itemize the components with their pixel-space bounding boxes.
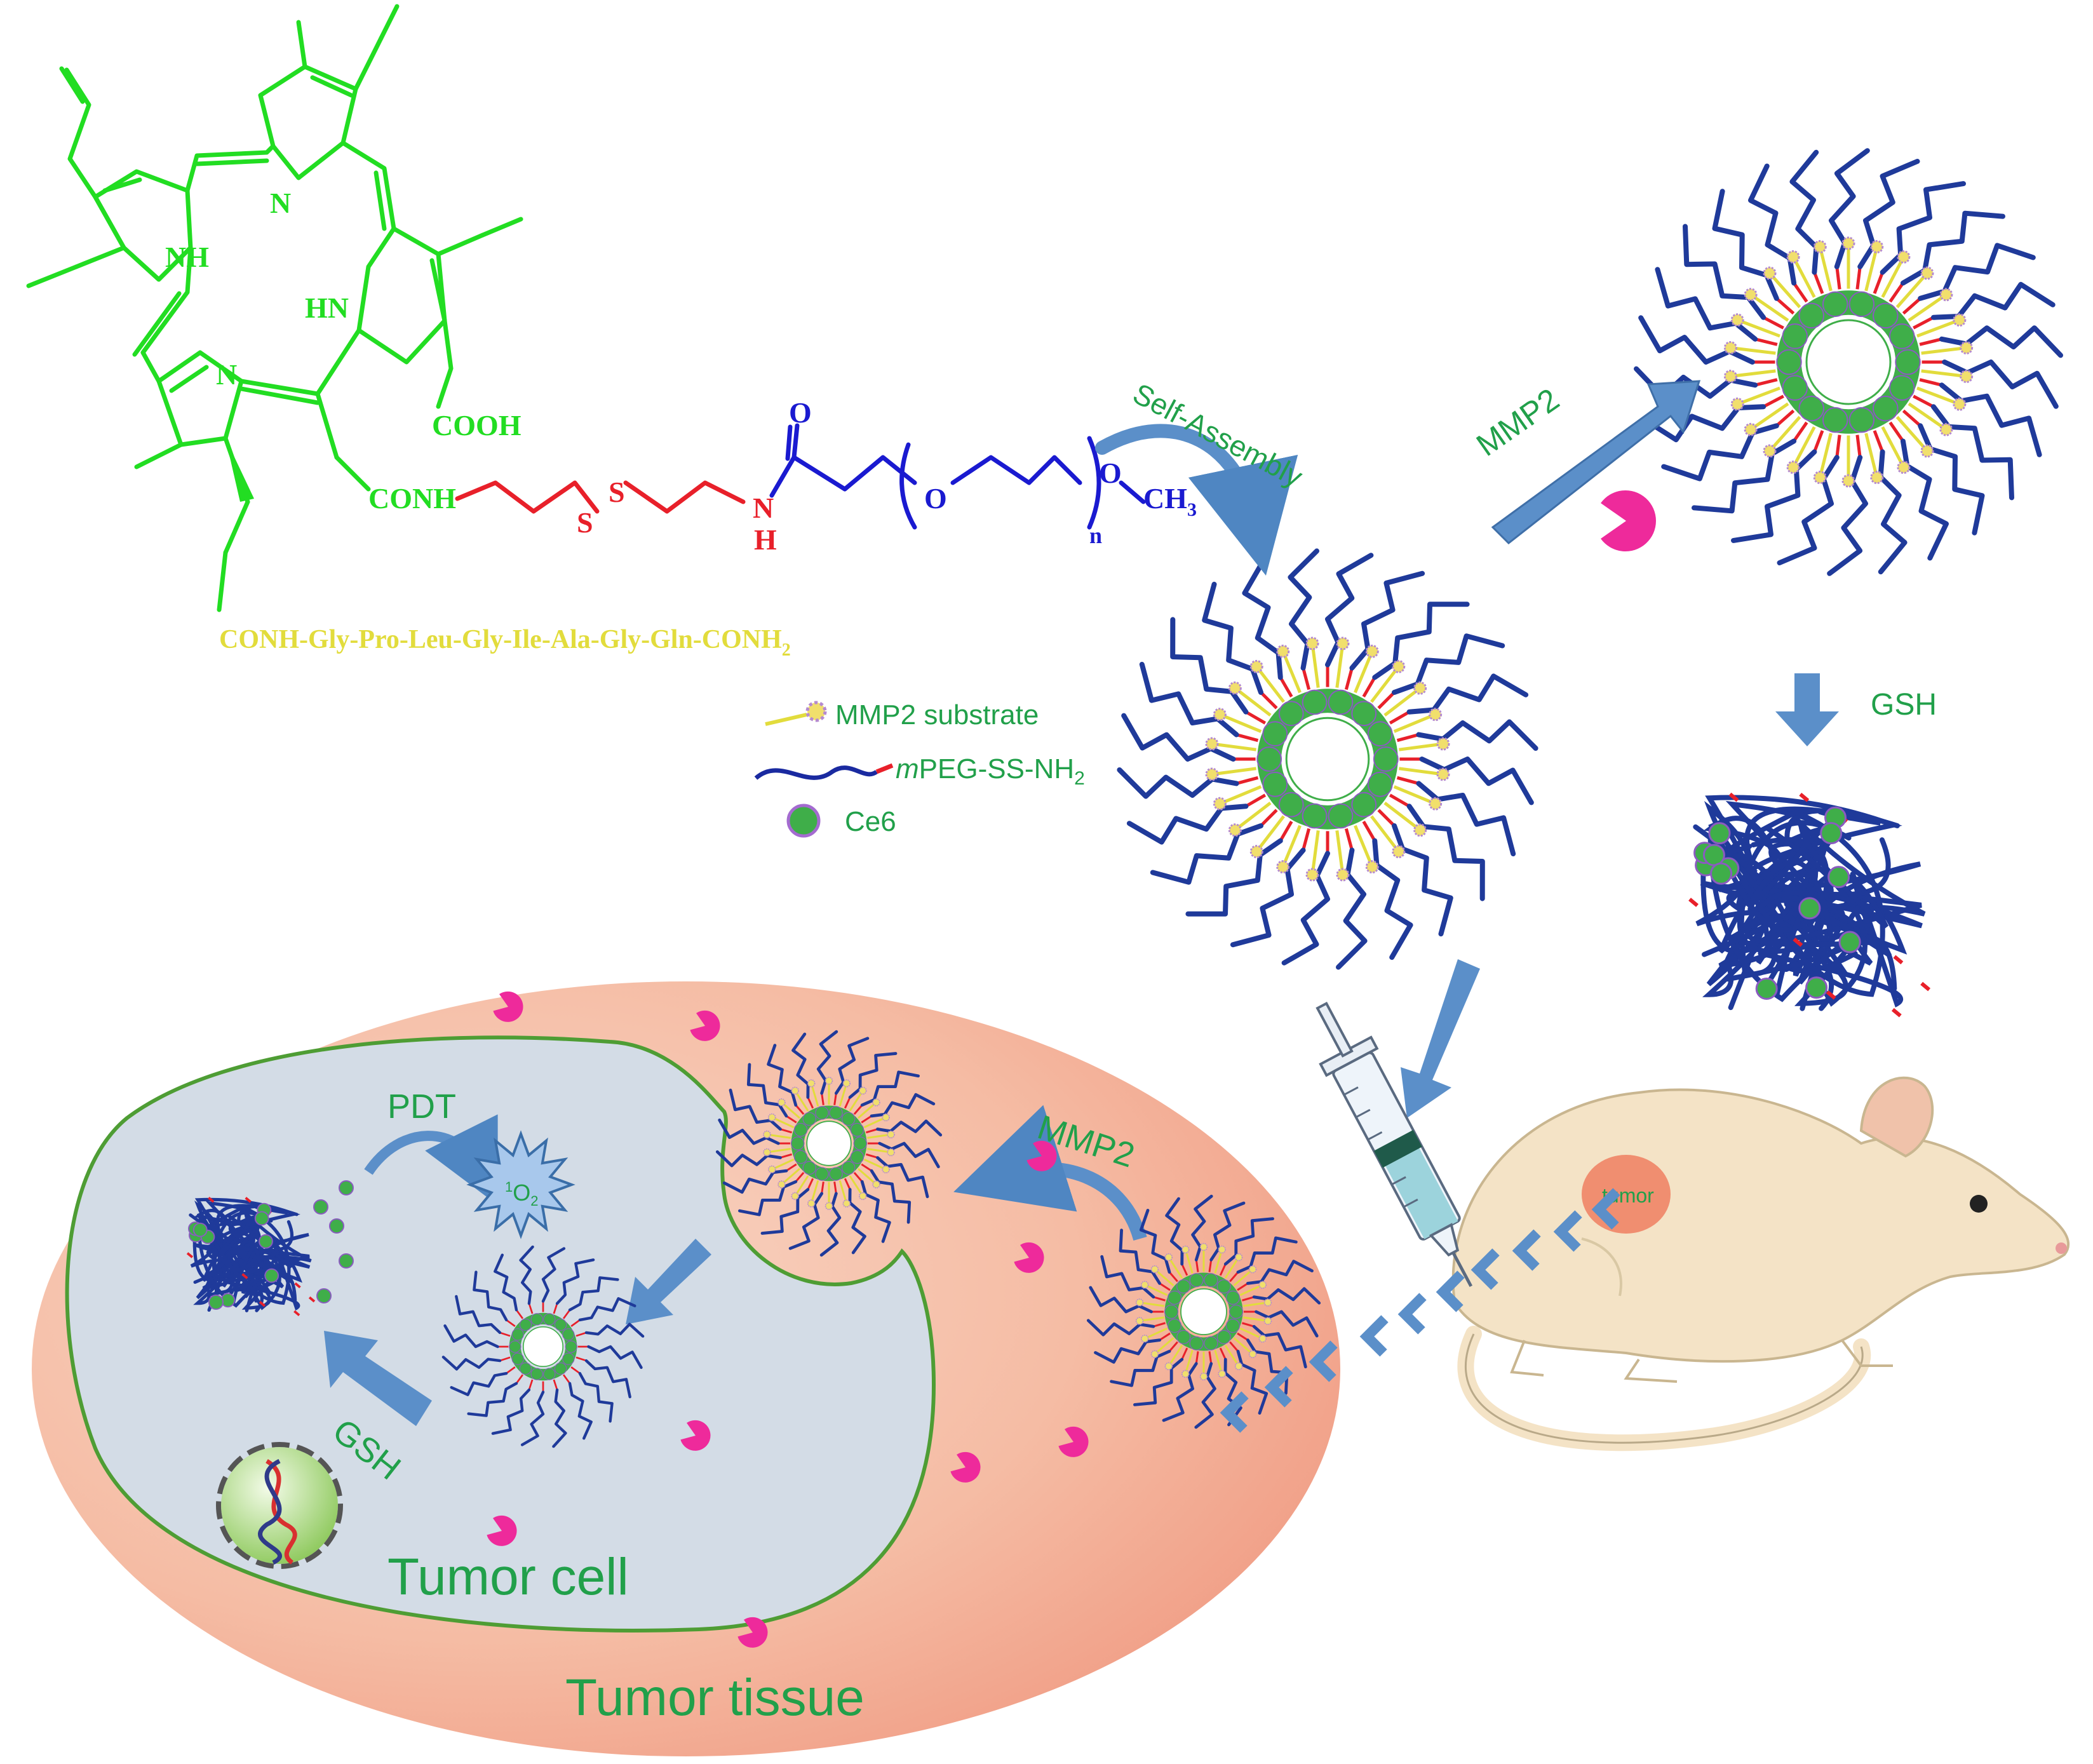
peptide-sequence: CONH-Gly-Pro-Leu-Gly-Ile-Ala-Gly-Gln-CON… bbox=[219, 625, 791, 660]
legend-peg-label: mPEG-SS-NH2 bbox=[896, 753, 1085, 789]
micelle-disassembled-in-cell bbox=[186, 1180, 354, 1317]
sulfur-2: S bbox=[609, 476, 625, 508]
legend: MMP2 substrate mPEG-SS-NH2 Ce6 bbox=[754, 699, 1085, 838]
cell-nucleus bbox=[216, 1442, 343, 1569]
mouse: tumor bbox=[1451, 1076, 2070, 1451]
amide-nitrogen: N bbox=[753, 492, 774, 524]
tumor-tissue-label: Tumor tissue bbox=[565, 1669, 865, 1727]
amide-hydrogen: H bbox=[754, 523, 777, 556]
atom-nh-left: NH bbox=[165, 241, 209, 273]
singlet-oxygen-burst: 1O2 bbox=[466, 1130, 575, 1239]
mmp2-enzyme-icon bbox=[1601, 490, 1656, 551]
conh-label: CONH bbox=[368, 482, 456, 515]
legend-substrate-label: MMP2 substrate bbox=[835, 699, 1039, 731]
peg-oxygen: O bbox=[924, 482, 947, 515]
pdt-arrow bbox=[364, 1114, 498, 1206]
methoxy-oxygen: O bbox=[1099, 457, 1122, 489]
cooh-label: COOH bbox=[432, 409, 522, 441]
singlet-oxygen-label: 1O2 bbox=[505, 1179, 539, 1209]
ce6-micelle-assembled bbox=[1117, 548, 1538, 970]
micelle-in-endocytic-pocket bbox=[715, 1030, 943, 1257]
methyl-label: CH3 bbox=[1143, 482, 1197, 520]
gsh-arrow-right bbox=[1775, 673, 1839, 746]
injection-arrow bbox=[1401, 959, 1480, 1118]
gsh-label-right: GSH bbox=[1871, 688, 1937, 722]
ce6-peptide-peg-structure: NH N HN N COOH CONH S S O N H O n O CH3 … bbox=[26, 4, 1197, 660]
micelle-in-tissue bbox=[1086, 1194, 1321, 1429]
amide-oxygen: O bbox=[789, 396, 812, 429]
atom-n-bottom: N bbox=[216, 358, 237, 391]
tumor-cell-label: Tumor cell bbox=[387, 1548, 629, 1606]
legend-ce6: Ce6 bbox=[786, 804, 896, 838]
mmp2-arrow-tissue bbox=[953, 1105, 1147, 1241]
self-assembly-arrow bbox=[1095, 424, 1298, 576]
micelle-after-mmp2 bbox=[1634, 148, 2063, 576]
syringe bbox=[1316, 1001, 1473, 1288]
mmp2-label-top: MMP2 bbox=[1470, 381, 1565, 463]
tumor-tissue: Tumor cell Tumor tissue PDT 1O2 GSH MMP2 bbox=[32, 981, 1340, 1756]
legend-mmp2-substrate: MMP2 substrate bbox=[765, 699, 1039, 731]
pdt-label: PDT bbox=[387, 1087, 456, 1126]
atom-hn-right: HN bbox=[305, 292, 349, 324]
gsh-arrow-cell bbox=[324, 1331, 432, 1426]
sulfur-1: S bbox=[577, 506, 593, 539]
micelle-disassembled-gsh bbox=[1688, 792, 1931, 1018]
legend-ce6-label: Ce6 bbox=[845, 806, 896, 837]
legend-mpeg: mPEG-SS-NH2 bbox=[754, 753, 1085, 789]
delivery-path-chevrons bbox=[1220, 1188, 1620, 1433]
mmp2-arrow-top bbox=[1491, 380, 1701, 545]
internalization-arrow bbox=[626, 1239, 711, 1324]
atom-n-top: N bbox=[270, 187, 291, 219]
repeat-n: n bbox=[1089, 523, 1102, 548]
micelle-internalized bbox=[441, 1245, 645, 1448]
